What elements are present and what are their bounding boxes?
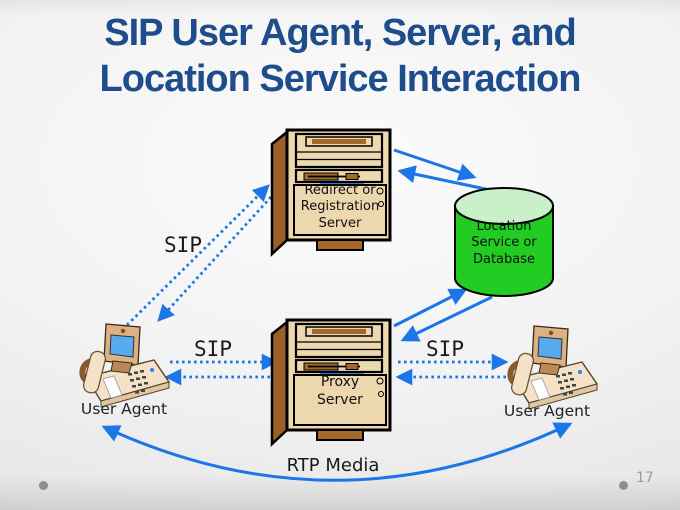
arrow-database-to-redirect <box>397 165 496 193</box>
left-user-agent-label: User Agent <box>80 400 168 418</box>
slide-title: SIP User Agent, Server, and Location Ser… <box>99 12 582 101</box>
rtp-media-arrow <box>101 422 573 482</box>
right-user-agent-label: User Agent <box>503 402 591 420</box>
right-desk-phone-icon <box>510 326 597 409</box>
left-desk-phone-icon <box>82 324 169 407</box>
redirect-server-label: Redirect or Registration Server <box>300 183 380 231</box>
arrow-database-to-proxy <box>400 295 493 342</box>
rtp-media-label: RTP Media <box>286 455 380 476</box>
sip-label-right: SIP <box>426 337 464 361</box>
arrow-redirect-to-database <box>393 148 477 181</box>
page-number: 17 <box>636 470 654 486</box>
sip-label-upper: SIP <box>164 233 202 257</box>
database-cylinder-icon <box>454 187 554 297</box>
sip-arrow-redirect-to-phone <box>157 196 273 322</box>
database-label: Location Service or Database <box>471 219 537 267</box>
proxy-server-label: Proxy Server <box>317 374 363 408</box>
sip-label-left: SIP <box>194 337 232 361</box>
footer-bullet-left <box>39 481 48 490</box>
footer-bullet-right <box>619 481 628 490</box>
arrow-proxy-to-database <box>393 288 468 328</box>
